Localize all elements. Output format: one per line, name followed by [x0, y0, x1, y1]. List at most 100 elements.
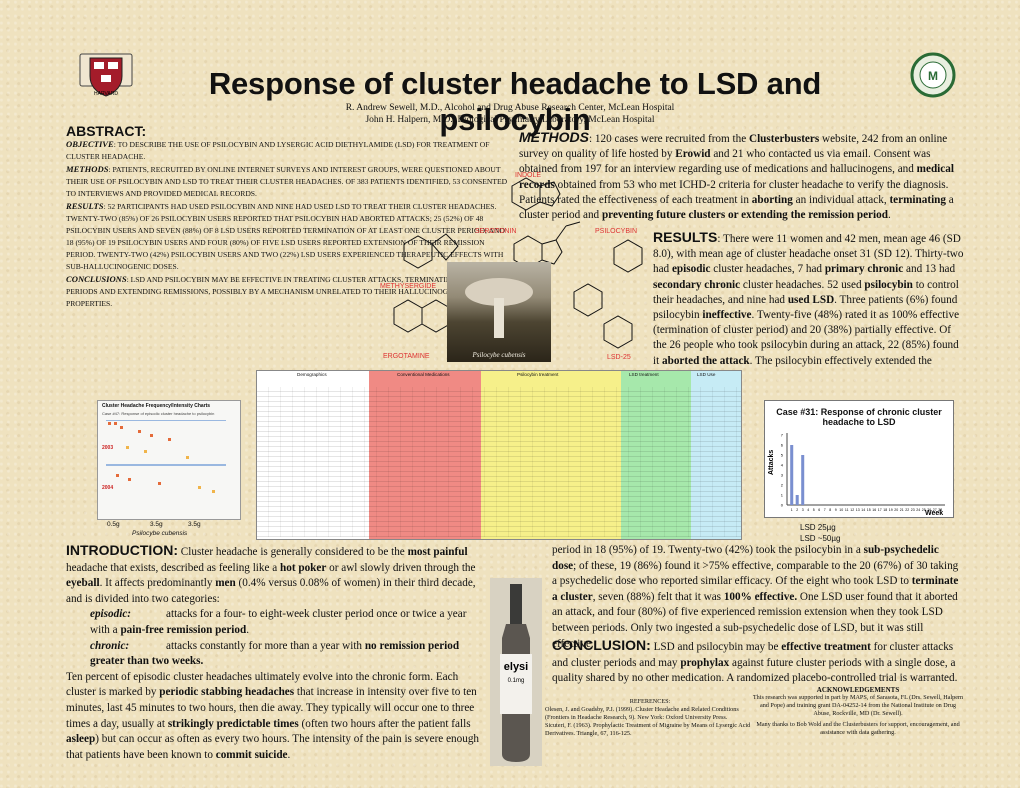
case-tick-17: 17 [878, 508, 882, 512]
case-ytick-0: 0 [781, 503, 784, 508]
intro-bold-2: hot poker [280, 561, 327, 574]
intro-p2-f: asleep [66, 733, 96, 746]
case-tick-23: 23 [911, 508, 915, 512]
acknowledgements-heading: ACKNOWLEDGEMENTS [816, 686, 900, 694]
conclusion-heading: CONCLUSION: [552, 637, 651, 653]
case-tick-3: 3 [802, 508, 804, 512]
case-tick-16: 16 [872, 508, 876, 512]
case-chart-ylabel: Attacks [768, 450, 775, 475]
results-bold-2: primary chronic [824, 263, 904, 276]
results-label: RESULTS [66, 201, 104, 211]
methods-p4: obtained from 53 who met ICHD-2 criteria… [519, 178, 949, 206]
intro-bold-1: most painful [407, 546, 468, 558]
methods-text-2: website, 242 from an online survey on qu… [519, 133, 948, 161]
episodic-definition: episodic:attacks for a four- to eight-we… [90, 608, 467, 636]
case-dose-2: LSD ~50µg [800, 534, 841, 543]
chronic-bold: no remission period greater than two wee… [90, 639, 460, 668]
table-header-demographics: Demographics [297, 372, 327, 377]
results-bold-4: psilocybin [864, 278, 913, 291]
results2-text-3: , seven (88%) felt that it was [592, 590, 724, 603]
results2-text-1: period in 18 (95%) of 19. Twenty-two (42… [552, 544, 864, 556]
intro-p2-c: that increase in intensity over five to … [66, 686, 477, 730]
references-section: REFERENCES: Olesen, J. and Goadsby, P.J.… [545, 698, 755, 738]
case-ytick-6: 6 [781, 443, 784, 448]
psilocybin-label: PSILOCYBIN [595, 228, 638, 235]
methods-section: METHODS: 120 cases were recruited from t… [519, 129, 964, 223]
indole-label: INDOLE [515, 172, 542, 179]
references-heading: REFERENCES: [629, 698, 671, 705]
conclusion-text-3: against future cluster periods with a si… [552, 656, 958, 685]
case-tick-14: 14 [861, 508, 865, 512]
methods-heading: METHODS [519, 129, 589, 145]
case-tick-22: 22 [905, 508, 909, 512]
abstract-section: ABSTRACT: OBJECTIVE: to describe the use… [66, 124, 511, 310]
results-bold-5: used LSD [787, 293, 835, 306]
conclusions-label: CONCLUSIONS [66, 274, 127, 284]
acknowledgements-section: ACKNOWLEDGEMENTS This research was suppo… [752, 686, 964, 737]
acknowledgements-p2: Many thanks to Bob Wold and the Clusterb… [756, 721, 960, 736]
case-tick-12: 12 [850, 508, 854, 512]
authors: R. Andrew Sewell, M.D., Alcohol and Drug… [230, 102, 790, 126]
results2-bold-3: 100% effective. [723, 590, 798, 603]
table-group-psilocybin [481, 371, 621, 539]
case-tick-20: 20 [894, 508, 898, 512]
abstract-conclusions-text: : LSD and psilocybin may be effective in… [66, 275, 493, 308]
methods-b4: aborting [751, 193, 793, 206]
freq-chart-title: Cluster Headache Frequency/Intensity Cha… [102, 403, 211, 409]
case-bar-week-3 [801, 455, 805, 505]
case-tick-6: 6 [818, 508, 820, 512]
results-text-3: and 13 had [903, 263, 956, 276]
case-tick-15: 15 [867, 508, 871, 512]
results-text-6: . Three patients (6%) found psilocybin [653, 293, 958, 322]
case-tick-5: 5 [813, 508, 815, 512]
vial-label: elysi [504, 661, 528, 673]
methods-label: METHODS [66, 164, 109, 174]
table-header-psilocybin: Psilocybin treatment [517, 372, 559, 377]
case-tick-25: 25 [922, 508, 926, 512]
intro-bold-3: eyeball [66, 577, 100, 590]
table-group-lsd-use [691, 371, 741, 539]
results2-bold-2: terminate a cluster [552, 575, 959, 603]
dose-label-1: 0.5g [107, 521, 120, 528]
case-tick-10: 10 [839, 508, 843, 512]
table-rows [257, 387, 741, 537]
results2-bold-1: sub-psychedelic dose [552, 544, 939, 572]
episodic-text: attacks for a four- to eight-week cluste… [90, 608, 467, 636]
photo-caption: Psilocybe cubensis [472, 351, 526, 359]
case-tick-7: 7 [824, 508, 826, 512]
methods-bold-1: Clusterbusters [748, 133, 820, 145]
intro-p2-e: (often two hours after the patient falls [298, 717, 471, 730]
episodic-label: episodic: [90, 608, 132, 621]
reference-1: Olesen, J. and Goadsby, P.J. (1999). Clu… [545, 706, 739, 721]
results-bold-3: secondary chronic [653, 278, 741, 291]
results-text-5: to control their headaches, and nine had [653, 278, 959, 306]
results-text-2: cluster headaches, 7 had [710, 263, 825, 276]
intro-p2-d: strikingly predictable times [167, 717, 299, 730]
abstract-methods-text: : Patients, recruited by online internet… [66, 165, 508, 198]
freq-year-2004: 2004 [102, 485, 114, 491]
table-header-lsd: LSD treatment [629, 372, 659, 377]
results-section: RESULTS: There were 11 women and 42 men,… [653, 229, 965, 384]
chronic-label: chronic: [90, 639, 130, 652]
intro-p2-a: Ten percent of episodic cluster headache… [66, 670, 459, 699]
case-bar-week-2 [795, 495, 799, 505]
reference-2: Sicuteri, F. (1963). Prophylactic Treatm… [545, 722, 751, 737]
methods-bold-2: Erowid [675, 148, 711, 161]
methods-b3: medical records [519, 163, 954, 191]
species-label: Psilocybe cubensis [132, 530, 188, 537]
results-continued: period in 18 (95%) of 19. Twenty-two (42… [552, 543, 962, 652]
case-dose-1: LSD 25µg [800, 523, 836, 532]
results-heading: RESULTS [653, 229, 718, 245]
intro-p2-g: ) but can occur as often as every two ho… [66, 733, 480, 761]
freq-chart-legend: Case #47: Response of episodic cluster h… [102, 411, 215, 416]
methods-p6: a cluster period and [519, 193, 954, 222]
results-text-1: : There were 11 women and 42 men, mean a… [653, 233, 964, 276]
introduction-section: INTRODUCTION: Cluster headache is genera… [66, 542, 480, 763]
case-tick-9: 9 [835, 508, 837, 512]
conclusion-text-1: LSD and psilocybin may be [650, 641, 782, 653]
case-tick-13: 13 [856, 508, 860, 512]
table-group-lsd [621, 371, 691, 539]
case-tick-21: 21 [900, 508, 904, 512]
case-chart-xlabel: Week [925, 510, 943, 517]
